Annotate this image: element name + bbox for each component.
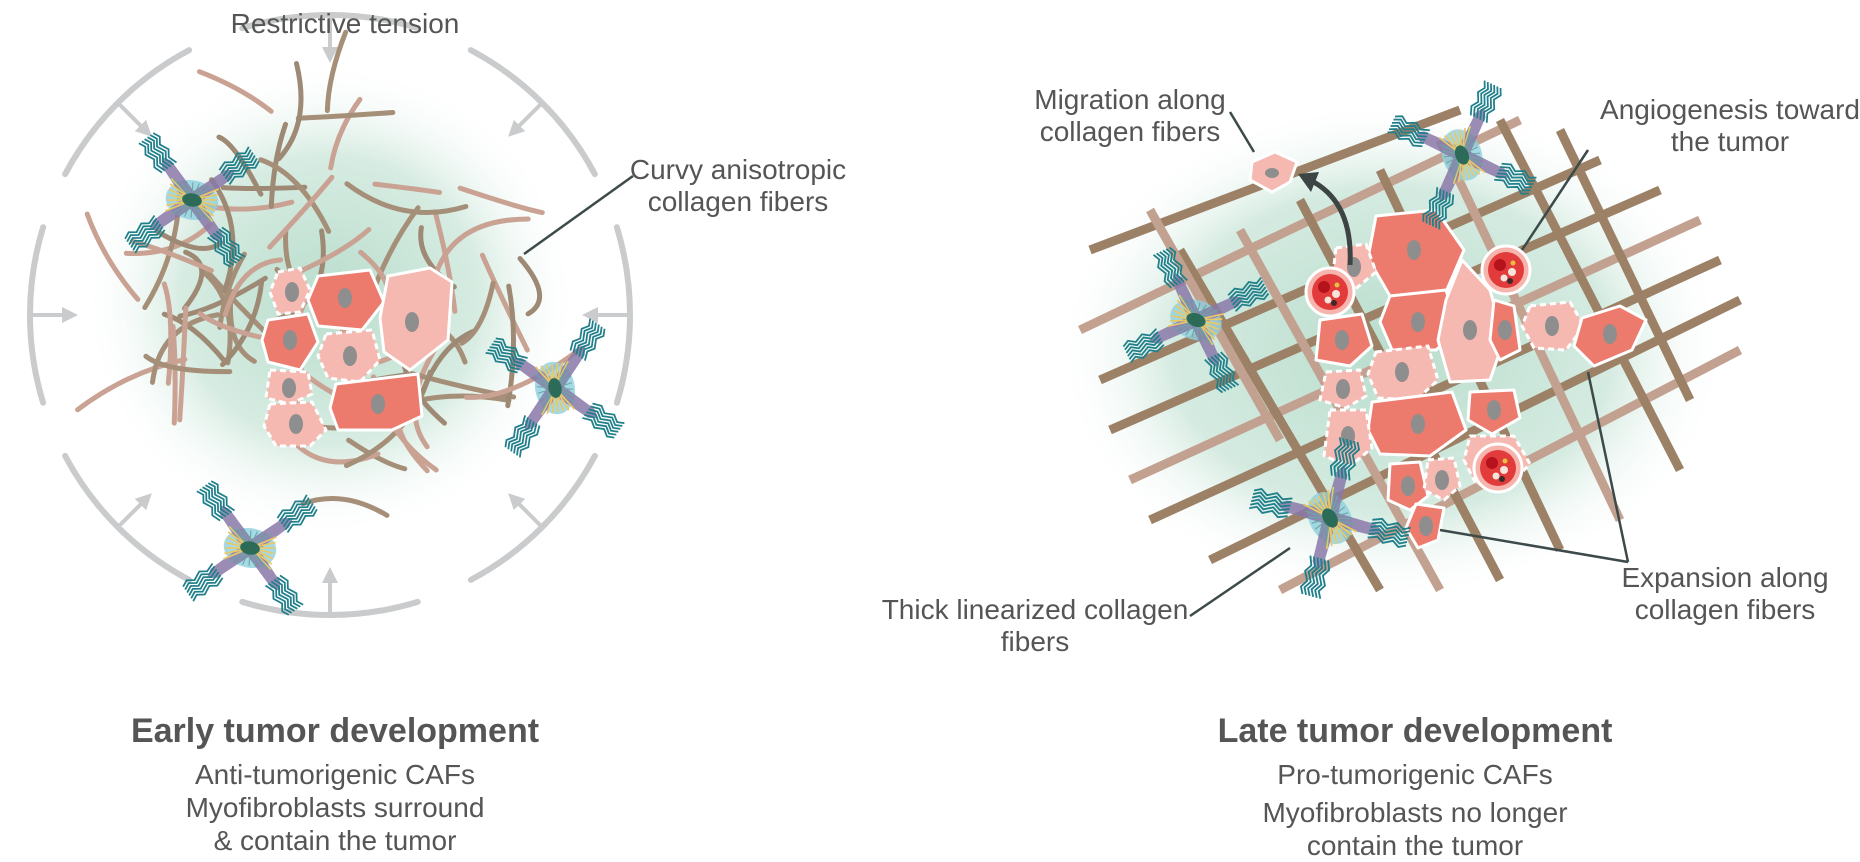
cell-nucleus (1335, 330, 1349, 350)
cell-nucleus (1463, 320, 1477, 340)
cell-nucleus (282, 378, 296, 398)
cell-nucleus (1545, 316, 1559, 336)
vessel-lumen (1480, 450, 1516, 486)
vessel-lumen (1312, 274, 1348, 310)
tension-arrow (118, 499, 146, 527)
cell-nucleus (1411, 414, 1425, 434)
curvy-fibers-label-line1: Curvy anisotropic (618, 154, 858, 186)
cell-nucleus (1487, 400, 1501, 420)
early-caption-title: Early tumor development (80, 712, 590, 751)
early-caption-line1: Anti-tumorigenic CAFs (80, 758, 590, 791)
collagen-fiber (223, 187, 305, 188)
migration-label-line2: collagen fibers (1020, 116, 1240, 148)
cell-nucleus (1498, 320, 1512, 340)
cell-nucleus (338, 288, 352, 308)
tension-arrow (514, 103, 542, 131)
migration-label-line1: Migration along (1020, 84, 1240, 116)
late-caption-line2: Myofibroblasts no longer (1160, 796, 1670, 829)
expansion-label-line2: collagen fibers (1600, 594, 1850, 626)
angiogenesis-label-line2: the tumor (1600, 126, 1860, 158)
cell-nucleus (1395, 362, 1409, 382)
late-caption-line3: contain the tumor (1160, 829, 1670, 862)
tension-arrow (118, 103, 146, 131)
cell-nucleus (1435, 470, 1449, 490)
restrictive-tension-label: Restrictive tension (215, 8, 475, 40)
thick-fibers-label-line1: Thick linearized collagen (880, 594, 1190, 626)
early-caption-line3: & contain the tumor (80, 824, 590, 857)
expansion-label-line1: Expansion along (1600, 562, 1850, 594)
cell-nucleus (343, 346, 357, 366)
vessel-lumen (1488, 252, 1524, 288)
tension-arrow (514, 499, 542, 527)
angiogenesis-label-line1: Angiogenesis toward (1600, 94, 1860, 126)
cell-nucleus (285, 282, 299, 302)
cell-nucleus (1401, 476, 1415, 496)
cell-nucleus (371, 394, 385, 414)
thick-fibers-label-line2: fibers (880, 626, 1190, 658)
early-tumor-panel (30, 15, 633, 621)
cell-nucleus (1336, 379, 1350, 399)
cell-nucleus (1603, 324, 1617, 344)
late-caption-title: Late tumor development (1160, 712, 1670, 751)
cell-nucleus (405, 312, 419, 332)
late-caption-line1: Pro-tumorigenic CAFs (1160, 758, 1670, 791)
early-caption-line2: Myofibroblasts surround (80, 791, 590, 824)
cell-nucleus (283, 330, 297, 350)
cell-nucleus (289, 414, 303, 434)
collagen-fiber (173, 326, 175, 423)
cell-nucleus (1407, 240, 1421, 260)
cell-nucleus (1419, 516, 1433, 536)
curvy-fibers-label-line2: collagen fibers (618, 186, 858, 218)
cell-nucleus (1411, 312, 1425, 332)
